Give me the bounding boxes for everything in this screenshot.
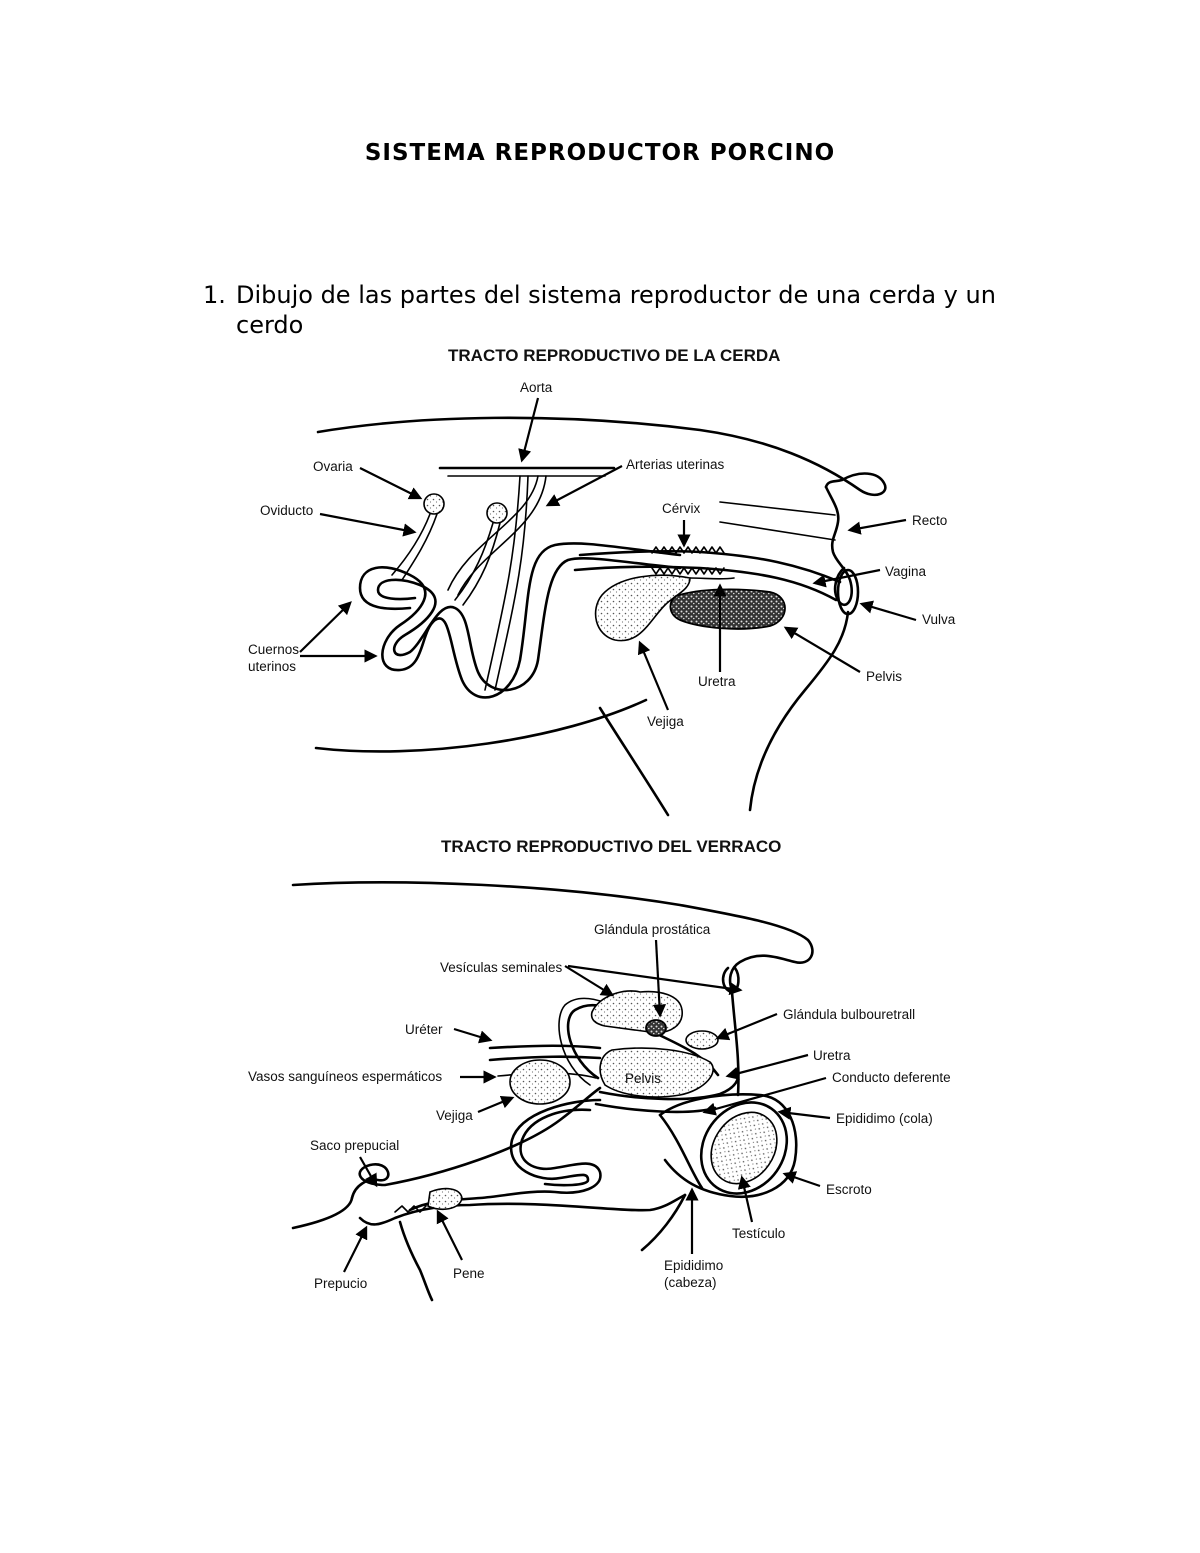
rectum — [824, 485, 853, 607]
male-tract-figure: TRACTO REPRODUCTIVO DEL VERRACO — [248, 837, 951, 1302]
label-ovaria: Ovaria — [313, 459, 353, 474]
label-epididimo-cabeza-2: (cabeza) — [664, 1275, 717, 1290]
label-cuernos-2: uterinos — [248, 659, 296, 674]
pelvis-bone — [669, 588, 786, 630]
penis-sigmoid — [408, 1108, 602, 1212]
leg-outline-rear — [748, 610, 850, 812]
vulva-shape — [836, 568, 860, 616]
label-vagina: Vagina — [885, 564, 927, 579]
label-pelvis-f: Pelvis — [866, 669, 902, 684]
prostate — [645, 1019, 667, 1037]
uterine-horn-inner — [376, 557, 682, 692]
label-epididimo-cabeza-1: Epididimo — [664, 1258, 723, 1273]
back-outline — [291, 881, 814, 992]
label-uretra-f: Uretra — [698, 674, 736, 689]
bladder — [509, 1059, 571, 1105]
label-uretra-m: Uretra — [813, 1048, 851, 1063]
label-ureter: Uréter — [405, 1022, 443, 1037]
ovary-right — [486, 502, 508, 524]
ovary-left — [423, 493, 445, 515]
belly-outline — [291, 1196, 354, 1230]
seminal-vesicles — [590, 990, 683, 1034]
list-item-text: Dibujo de las partes del sistema reprodu… — [236, 281, 996, 339]
bulbourethral-gland — [685, 1030, 719, 1050]
pelvis-bone — [599, 1047, 714, 1098]
label-arterias: Arterias uterinas — [626, 457, 725, 472]
testis — [710, 1111, 778, 1185]
label-epididimo-cola: Epididimo (cola) — [836, 1111, 933, 1126]
label-vejiga-f: Vejiga — [647, 714, 684, 729]
label-oviducto: Oviducto — [260, 503, 313, 518]
page-title: SISTEMA REPRODUCTOR PORCINO — [364, 140, 836, 166]
label-vulva: Vulva — [922, 612, 956, 627]
figure-title: TRACTO REPRODUCTIVO DE LA CERDA — [448, 346, 780, 365]
figure-title: TRACTO REPRODUCTIVO DEL VERRACO — [441, 837, 781, 856]
belly-outline — [314, 698, 648, 753]
label-prostatica: Glándula prostática — [594, 922, 711, 937]
label-cuernos-1: Cuernos — [248, 642, 299, 657]
female-tract-figure: TRACTO REPRODUCTIVO DE LA CERDA — [248, 346, 956, 817]
label-vasos: Vasos sanguíneos espermáticos — [248, 1069, 442, 1084]
label-recto: Recto — [912, 513, 947, 528]
label-vejiga-m: Vejiga — [436, 1108, 473, 1123]
leg-outline — [598, 706, 670, 817]
list-number: 1. — [203, 281, 226, 309]
label-cervix: Cérvix — [662, 501, 701, 516]
label-prepucio: Prepucio — [314, 1276, 367, 1291]
label-testiculo: Testículo — [732, 1226, 785, 1241]
label-bulbouretral: Glándula bulbouretrall — [783, 1007, 915, 1022]
label-vesiculas: Vesículas seminales — [440, 960, 563, 975]
label-pene: Pene — [453, 1266, 485, 1281]
label-aorta: Aorta — [520, 380, 553, 395]
scrotum — [658, 1093, 798, 1199]
label-pelvis-m: Pelvis — [625, 1071, 661, 1086]
label-escroto: Escroto — [826, 1182, 872, 1197]
label-conducto: Conducto deferente — [832, 1070, 951, 1085]
back-outline — [316, 416, 887, 497]
glans — [427, 1187, 463, 1211]
label-saco: Saco prepucial — [310, 1138, 399, 1153]
